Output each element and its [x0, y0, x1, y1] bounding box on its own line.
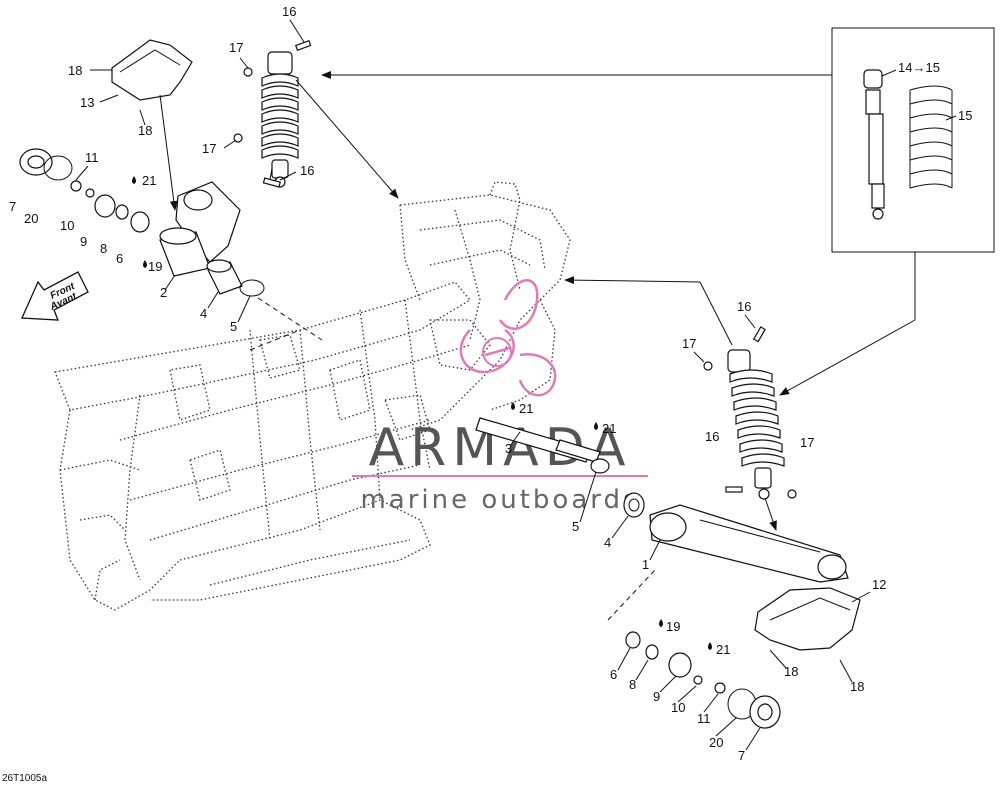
right-trailing-arm — [649, 504, 849, 583]
guard-12 — [754, 587, 861, 651]
callout-13: 13 — [80, 95, 94, 110]
left-shock-absorber — [261, 51, 299, 188]
vehicle-frame — [54, 181, 571, 611]
callout-leaders — [75, 19, 957, 751]
callout-5b: 5 — [572, 519, 579, 534]
callout-20b: 20 — [709, 735, 723, 750]
guard-13 — [111, 39, 193, 101]
hub-parts-left — [19, 148, 150, 233]
callout-18a: 18 — [68, 63, 82, 78]
circlip-5-left — [239, 279, 265, 297]
callout-7a: 7 — [9, 199, 16, 214]
callout-5a: 5 — [230, 319, 237, 334]
callout-9b: 9 — [653, 689, 660, 704]
callout-18b: 18 — [138, 123, 152, 138]
callout-9a: 9 — [80, 234, 87, 249]
callout-21a: 21 — [142, 173, 156, 188]
callout-21b: 21 — [519, 401, 533, 416]
callout-11a: 11 — [85, 150, 99, 165]
armada-watermark: ARMADA marine outboards — [352, 279, 648, 515]
armada-logo-icon — [459, 279, 557, 397]
nut-17-top — [243, 67, 253, 77]
shaft-3 — [475, 417, 610, 474]
bearing-4-right — [623, 492, 645, 518]
bolt-16-top — [294, 39, 312, 51]
callout-11b: 11 — [697, 711, 711, 726]
callout-4a: 4 — [200, 306, 207, 321]
callout-16a: 16 — [282, 4, 296, 19]
callout-21c: 21 — [602, 421, 616, 436]
bearing-4-left — [206, 259, 243, 295]
callout-4b: 4 — [604, 535, 611, 550]
callout-20a: 20 — [24, 211, 38, 226]
callout-7b: 7 — [738, 748, 745, 763]
drawing-code: 26T1005a — [2, 773, 47, 784]
callout-10a: 10 — [60, 218, 74, 233]
callout-6b: 6 — [610, 667, 617, 682]
bolt-16-lower — [262, 177, 281, 188]
callout-17b: 17 — [202, 141, 216, 156]
callout-16b: 16 — [300, 163, 314, 178]
callout-14-15: 14→15 — [898, 60, 940, 75]
callout-10b: 10 — [671, 700, 685, 715]
callout-labels: 16 17 18 13 18 17 16 11 21 7 20 10 9 8 6… — [9, 4, 972, 763]
callout-16c: 16 — [737, 299, 751, 314]
dashed-leaders — [249, 297, 656, 621]
callout-17c: 17 — [682, 336, 696, 351]
callout-6a: 6 — [116, 251, 123, 266]
oil-drop-icon — [132, 176, 712, 650]
callout-17a: 17 — [229, 40, 243, 55]
bushing-2-left — [159, 227, 211, 277]
shock-spring-inset — [831, 27, 995, 253]
callout-2: 2 — [160, 285, 167, 300]
callout-1: 1 — [642, 557, 649, 572]
callout-21d: 21 — [716, 642, 730, 657]
callout-8a: 8 — [100, 241, 107, 256]
callout-18c: 18 — [784, 664, 798, 679]
callout-12: 12 — [872, 577, 886, 592]
assembly-arrows — [159, 71, 916, 531]
callout-19b: 19 — [666, 619, 680, 634]
watermark-tagline: marine outboards — [360, 485, 639, 515]
front-arrow-icon: Front Avant — [21, 271, 89, 321]
callout-19a: 19 — [148, 259, 162, 274]
callout-16d: 16 — [705, 429, 719, 444]
callout-18d: 18 — [850, 679, 864, 694]
callout-3: 3 — [505, 441, 512, 456]
callout-17d: 17 — [800, 435, 814, 450]
hub-parts-right — [625, 631, 781, 729]
callout-8b: 8 — [629, 677, 636, 692]
callout-15: 15 — [958, 108, 972, 123]
right-shock-absorber — [703, 326, 797, 500]
